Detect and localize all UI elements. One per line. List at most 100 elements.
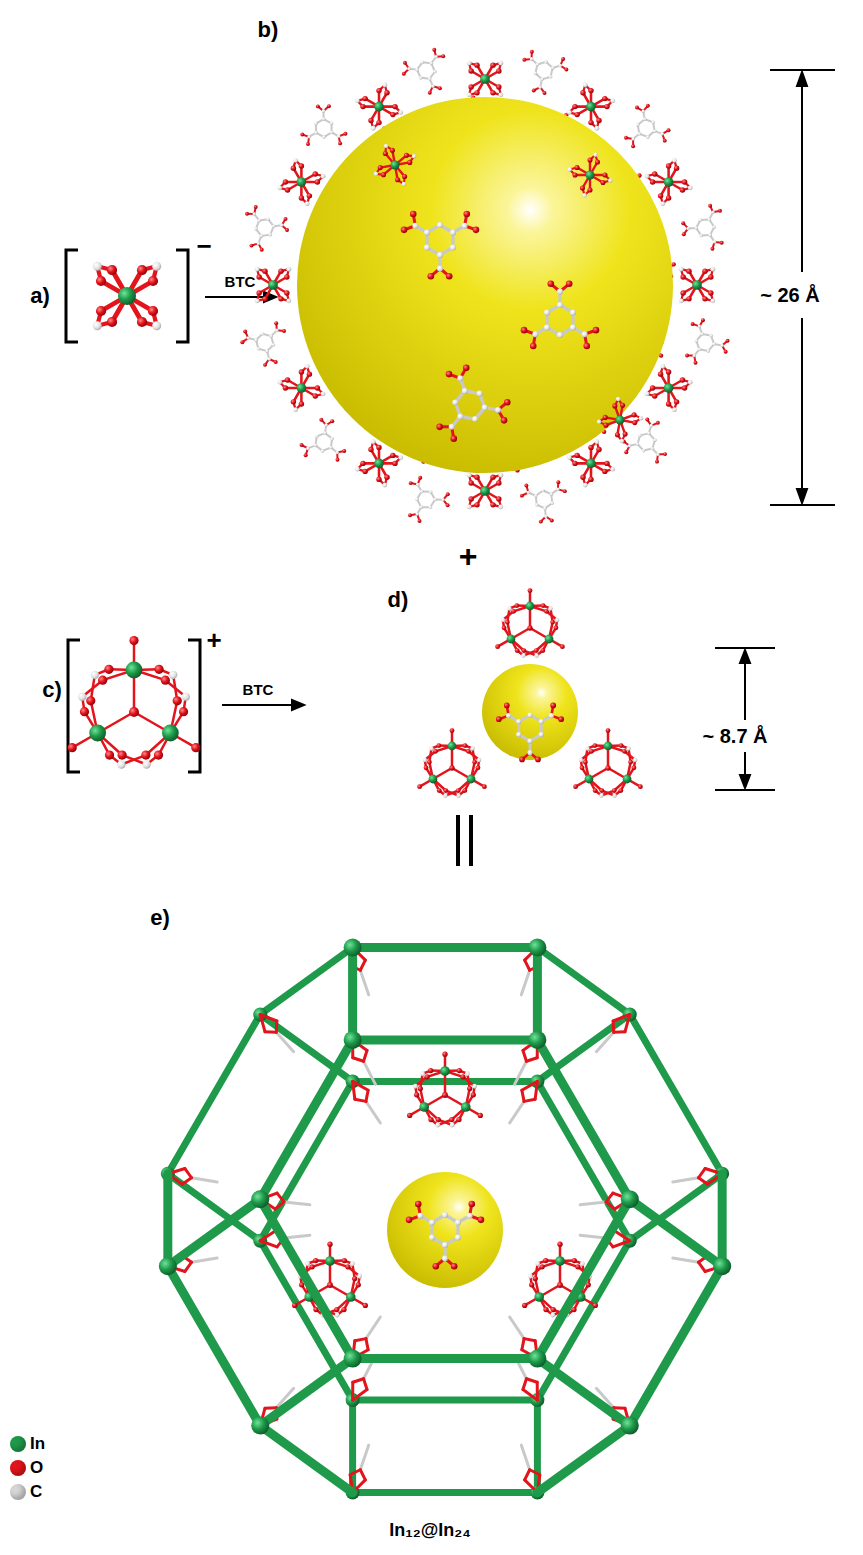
atom [381,172,386,177]
atom [104,665,113,674]
bond [523,1379,526,1390]
atom [540,648,545,653]
atom [96,306,106,316]
atom [293,158,298,163]
atom [382,83,387,88]
atom [507,635,516,644]
atom [93,262,102,271]
atom [319,418,323,422]
dimension-label: ~ 8.7 Å [702,725,767,747]
atom [653,129,657,133]
atom [543,507,547,511]
atom [699,234,703,238]
atom [300,443,304,447]
atom [664,383,674,393]
atom [251,1417,269,1435]
atom [291,399,296,404]
bond [524,1099,535,1101]
atom [539,732,544,737]
atom [710,298,715,303]
atom [628,760,633,765]
atom [631,137,635,141]
atom [257,242,261,246]
atom [528,1031,546,1049]
polyhedron-front [159,939,731,1493]
bond [606,1202,615,1209]
bond [526,1058,537,1061]
dimension-line [801,318,803,495]
atom [610,98,615,103]
bond [360,1445,368,1470]
atom [626,746,630,750]
bond [168,1199,260,1266]
atom [534,494,538,498]
atom [433,749,438,754]
atom [585,775,594,784]
atom [142,760,150,768]
bond [350,1470,360,1475]
legend: InOC [10,1432,45,1504]
atom [392,461,397,466]
atom [441,498,445,502]
atom [117,750,126,759]
bond [526,1379,537,1382]
bracket [66,250,78,342]
atom [368,447,373,452]
atom [428,1068,433,1073]
bond [260,1359,352,1426]
atom [141,750,150,759]
atom [436,743,441,748]
atom [368,118,373,123]
bond [355,1339,366,1341]
atom [440,1066,450,1076]
atom [437,266,443,272]
atom [638,784,643,789]
atom [496,716,502,722]
dimension-label: ~ 26 Å [760,284,819,306]
atom [685,354,689,358]
atom [245,212,249,216]
atom [536,63,540,67]
atom [490,474,495,479]
atom [152,321,161,330]
atom [595,159,600,164]
panel-letter: a) [30,283,50,308]
atom [362,96,367,101]
atom [272,224,276,228]
atom [599,793,603,797]
atom [391,161,400,170]
atom [278,268,283,273]
atom [651,120,655,124]
atom [658,193,663,198]
atom [580,1261,585,1266]
dimension-label-holder: ~ 26 Å [760,284,819,307]
atom [615,432,620,437]
bond [515,1061,527,1084]
atom [137,317,147,327]
atom [436,1117,441,1122]
atom [574,453,579,458]
atom [544,325,550,331]
atom [467,1213,473,1219]
atom [360,104,365,109]
bond [260,948,352,1015]
atom [680,274,685,279]
atom [682,232,686,236]
atom [471,1092,476,1097]
bond [275,1202,284,1209]
atom [392,104,397,109]
atom [467,92,472,97]
cage-pore [297,97,673,473]
atom [182,692,190,700]
atom [363,1303,368,1308]
atom [309,1264,314,1269]
atom [482,405,488,411]
caption-holder: In₁₂@In₂₄ [389,1520,471,1541]
atom [313,171,318,176]
atom [384,475,389,480]
atom [257,347,261,351]
atom [666,195,671,200]
legend-row: C [10,1480,45,1504]
atom [283,385,288,390]
atom [720,344,724,348]
